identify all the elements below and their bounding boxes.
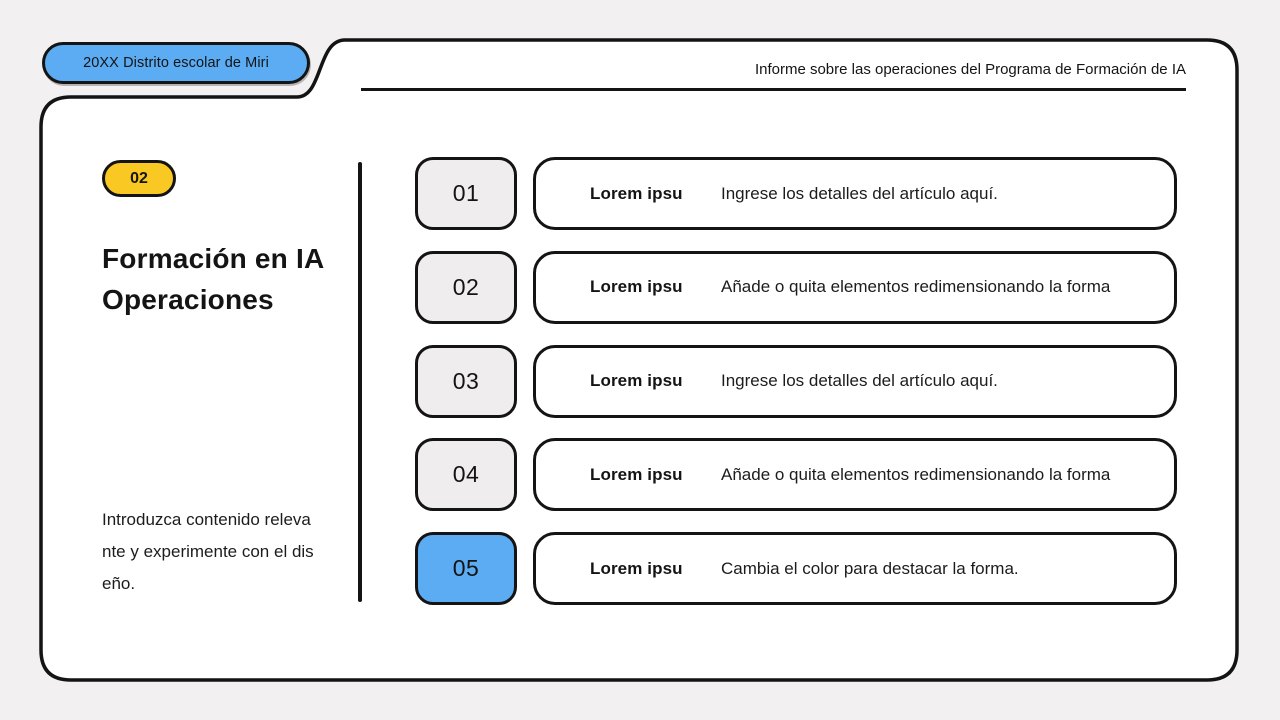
item-content-box: Lorem ipsu Ingrese los detalles del artí… bbox=[533, 344, 1177, 418]
vertical-divider bbox=[358, 162, 362, 602]
item-number: 01 bbox=[452, 180, 480, 206]
item-content-box: Lorem ipsu Añade o quita elementos redim… bbox=[533, 438, 1177, 512]
item-content-box: Lorem ipsu Añade o quita elementos redim… bbox=[533, 250, 1177, 324]
items-list: 01 Lorem ipsu Ingrese los detalles del a… bbox=[415, 157, 1177, 605]
section-title-line2: Operaciones bbox=[102, 284, 274, 315]
item-number-box: 01 bbox=[415, 157, 517, 230]
description-line: Introduzca contenido releva bbox=[102, 510, 311, 529]
item-label: Lorem ipsu bbox=[590, 558, 683, 578]
item-description: Añade o quita elementos redimensionando … bbox=[721, 464, 1111, 484]
item-content-box: Lorem ipsu Cambia el color para destacar… bbox=[533, 532, 1177, 605]
item-number: 04 bbox=[452, 461, 480, 488]
section-title: Formación en IA Operaciones bbox=[102, 238, 352, 320]
item-number: 05 bbox=[452, 555, 480, 581]
item-description: Añade o quita elementos redimensionando … bbox=[721, 277, 1111, 297]
item-number: 03 bbox=[452, 367, 480, 394]
list-item: 04 Lorem ipsu Añade o quita elementos re… bbox=[415, 438, 1177, 512]
district-badge-label: 20XX Distrito escolar de Miri bbox=[83, 55, 269, 71]
item-label: Lorem ipsu bbox=[590, 464, 683, 484]
step-number-label: 02 bbox=[130, 169, 148, 187]
item-number-box: 03 bbox=[415, 344, 517, 418]
list-item: 01 Lorem ipsu Ingrese los detalles del a… bbox=[415, 157, 1177, 230]
header-divider bbox=[361, 88, 1186, 91]
step-number-badge: 02 bbox=[102, 160, 176, 197]
list-item: 02 Lorem ipsu Añade o quita elementos re… bbox=[415, 250, 1177, 324]
item-number: 02 bbox=[452, 273, 480, 300]
list-item: 05 Lorem ipsu Cambia el color para desta… bbox=[415, 532, 1177, 605]
section-description: Introduzca contenido releva nte y experi… bbox=[102, 504, 342, 600]
report-title: Informe sobre las operaciones del Progra… bbox=[754, 61, 1186, 78]
description-line: eño. bbox=[102, 574, 136, 593]
section-title-line1: Formación en IA bbox=[102, 243, 325, 274]
district-badge: 20XX Distrito escolar de Miri bbox=[42, 42, 310, 84]
list-item: 03 Lorem ipsu Ingrese los detalles del a… bbox=[415, 344, 1177, 418]
item-description: Cambia el color para destacar la forma. bbox=[721, 558, 1019, 578]
item-content-box: Lorem ipsu Ingrese los detalles del artí… bbox=[533, 157, 1177, 230]
item-label: Lorem ipsu bbox=[590, 371, 683, 390]
item-number-box: 04 bbox=[415, 438, 517, 512]
description-line: nte y experimente con el dis bbox=[102, 542, 314, 561]
item-number-box: 02 bbox=[415, 250, 517, 324]
item-label: Lorem ipsu bbox=[590, 277, 683, 297]
item-number-box-highlighted: 05 bbox=[415, 532, 517, 605]
item-description: Ingrese los detalles del artículo aquí. bbox=[721, 371, 998, 390]
item-label: Lorem ipsu bbox=[590, 183, 683, 203]
item-description: Ingrese los detalles del artículo aquí. bbox=[721, 183, 998, 203]
